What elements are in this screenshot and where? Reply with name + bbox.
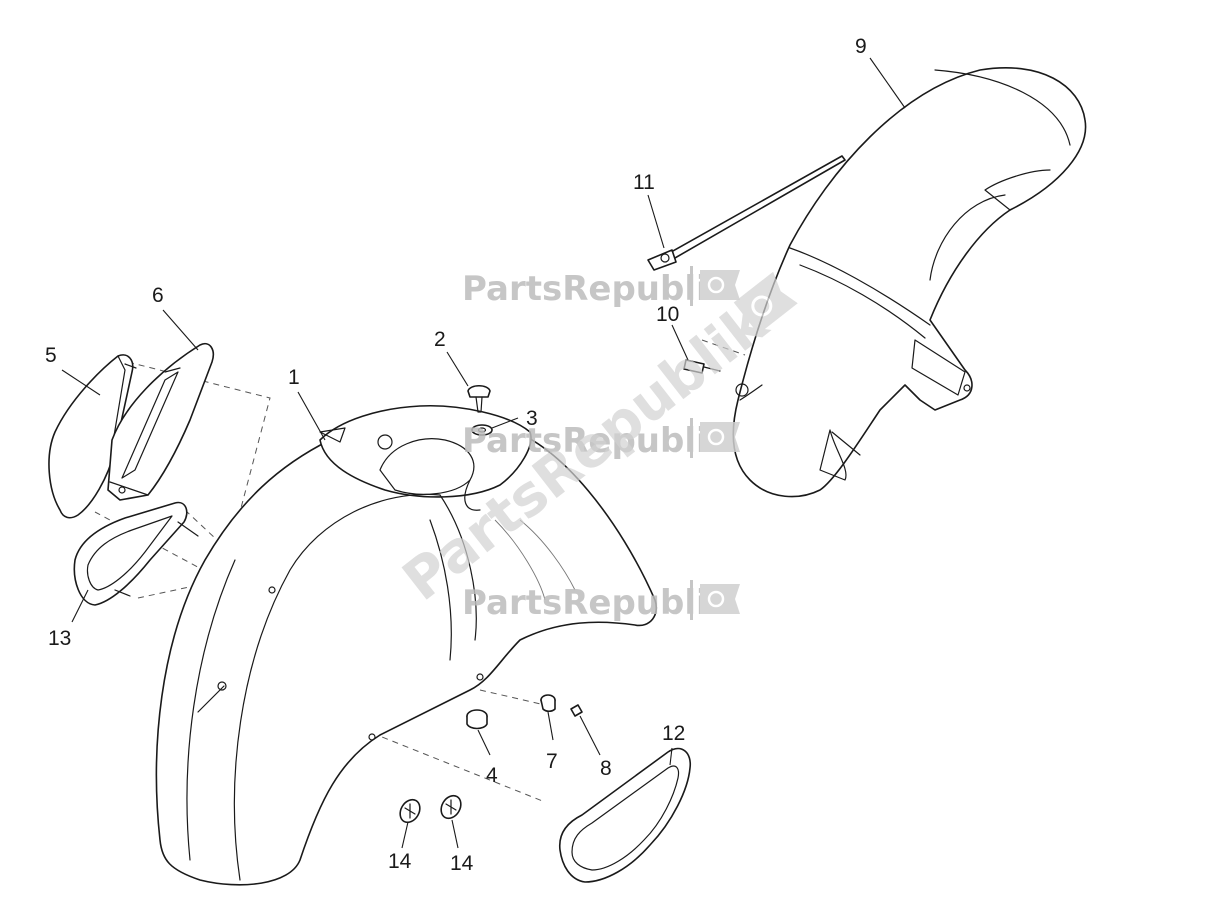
part-3-washer	[471, 424, 493, 436]
callout-6: 6	[152, 284, 164, 307]
watermark-text: PartsRepublik	[462, 421, 732, 461]
leader-lines	[61, 57, 906, 849]
part-2-screw	[467, 384, 491, 413]
watermark-middle: PartsRepublik	[462, 418, 740, 461]
callout-12: 12	[662, 722, 685, 745]
callout-numbers: 1 2 3 4 5 6 7 8 9 10 11 12 13 14 14	[45, 35, 867, 875]
part-13-side-reflector	[73, 501, 199, 606]
part-8-screw	[570, 704, 583, 717]
callout-9: 9	[855, 35, 867, 58]
part-14-clips	[399, 794, 462, 824]
part-10-screw	[683, 359, 721, 374]
part-7-spacer	[540, 694, 556, 713]
gear-flag-icon	[733, 271, 798, 335]
watermark-text: PartsRepublik	[462, 583, 732, 623]
watermark-text: PartsRepublik	[462, 269, 732, 309]
gear-flag-icon	[700, 422, 740, 452]
callout-1: 1	[288, 366, 300, 389]
gear-flag-icon	[700, 584, 740, 614]
part-11-cable-tie	[647, 155, 846, 271]
part-4-grommet	[466, 709, 488, 730]
callout-8: 8	[600, 757, 612, 780]
callout-5: 5	[45, 344, 57, 367]
watermark-bottom: PartsRepublik	[462, 580, 740, 623]
part-5-reflector	[48, 354, 137, 519]
callout-11: 11	[633, 171, 655, 194]
callout-2: 2	[434, 328, 446, 351]
watermark-top: PartsRepublik	[462, 266, 740, 309]
callout-7: 7	[546, 750, 558, 773]
callout-13: 13	[48, 627, 71, 650]
callout-14-left: 14	[388, 850, 412, 873]
part-6-reflector-holder	[107, 343, 215, 501]
part-12-side-reflector	[558, 747, 692, 883]
part-9-rear-mudguard	[732, 67, 1087, 498]
callout-3: 3	[526, 407, 538, 430]
callout-4: 4	[486, 764, 498, 787]
callout-10: 10	[656, 303, 679, 326]
gear-flag-icon	[700, 270, 740, 300]
callout-14-right: 14	[450, 852, 474, 875]
